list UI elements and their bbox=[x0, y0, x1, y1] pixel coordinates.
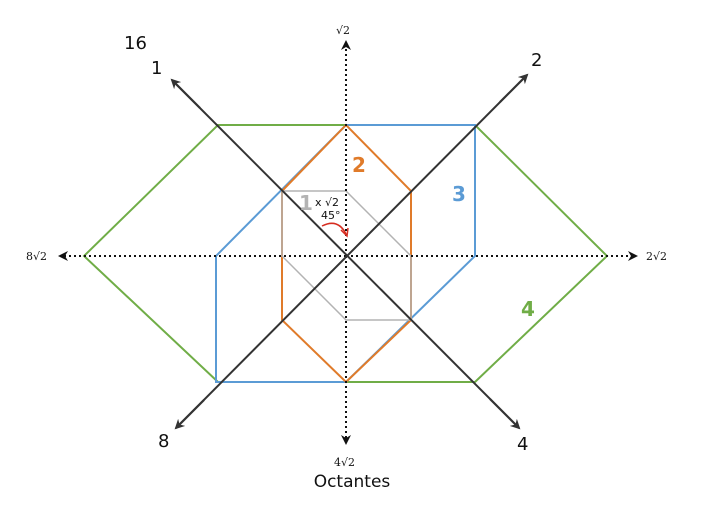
diagonal-axis-8-arrow bbox=[174, 399, 205, 430]
label-16: 16 bbox=[124, 33, 147, 54]
diagonal-axis-2-8 bbox=[175, 74, 528, 429]
hexagon-4-label: 4 bbox=[521, 297, 535, 321]
label-octant-1: 1 bbox=[151, 58, 162, 79]
label-axis-right: 2√2 bbox=[646, 250, 667, 263]
label-octant-8: 8 bbox=[158, 431, 169, 452]
hexagon-1-label: 1 bbox=[299, 191, 313, 215]
diagonal-axis-1-arrow bbox=[170, 78, 201, 109]
label-octant-4: 4 bbox=[517, 434, 528, 455]
diagonal-axis-2-arrow bbox=[499, 73, 529, 103]
diagonal-axis-4-arrow bbox=[489, 398, 521, 430]
hexagon-2-label: 2 bbox=[352, 153, 366, 177]
label-axis-top: √2 bbox=[336, 24, 350, 37]
angle-arc-arrowhead bbox=[340, 227, 349, 238]
label-octant-2: 2 bbox=[531, 50, 542, 71]
angle-label: 45° bbox=[321, 209, 341, 222]
hexagon-3-label: 3 bbox=[452, 182, 466, 206]
hexagon-2 bbox=[281, 123, 412, 384]
angle-arc bbox=[321, 222, 347, 235]
diagonal-axis-1-4 bbox=[171, 79, 520, 429]
multiplier-label: x √2 bbox=[315, 196, 339, 209]
diagram-caption: Octantes bbox=[313, 472, 391, 492]
label-axis-bottom: 4√2 bbox=[334, 456, 355, 469]
label-axis-left: 8√2 bbox=[26, 250, 47, 263]
